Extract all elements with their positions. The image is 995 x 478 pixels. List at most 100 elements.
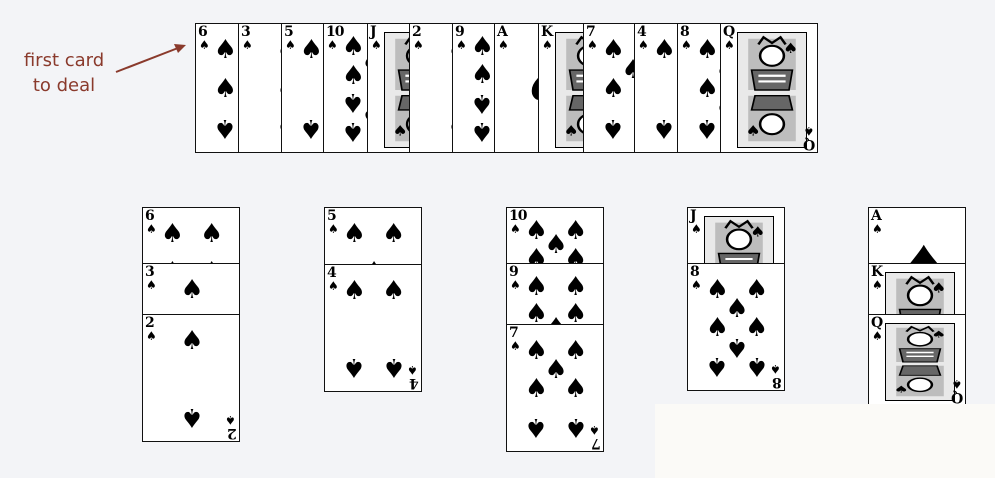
card-corner-index-bottom: 7♠ [590,423,601,451]
spade-icon: ♠ [199,38,210,52]
card-rank: 4 [410,375,419,391]
card-rank: Q [951,389,963,405]
card-rank: J [690,208,697,224]
pile-card: ♠ ♠ 2♠ 2♠ [142,314,240,442]
card-corner-index-bottom: 2♠ [226,413,237,441]
spade-icon: ♠ [872,329,883,343]
card-corner-index: 7♠ [509,325,521,352]
card-rank: K [541,24,553,40]
card-corner-index: Q♠ [871,316,883,343]
spade-pip-icon: ♠ [342,275,367,306]
card-rank: 3 [241,24,251,40]
card-corner-index: J♠ [690,208,702,235]
spade-pip-icon: ♠ [695,74,720,104]
card-rank: 7 [592,435,601,451]
card-rank: 2 [412,24,422,40]
card-rank: 9 [455,24,465,40]
card-rank: 7 [509,325,519,341]
spade-pip-icon: ♠ [299,113,324,143]
spade-pip-icon: ♠ [470,115,495,146]
spade-icon: ♠ [542,38,553,52]
card-corner-index: 4♠ [637,25,649,51]
spade-pip-icon: ♠ [180,274,204,305]
card-rank: 10 [509,208,528,224]
card-corner-index-bottom: Q♠ [803,124,815,152]
spade-icon: ♠ [691,278,702,292]
spade-pip-icon: ♠ [342,218,367,249]
spade-pip-icon: ♠ [563,412,588,443]
spade-pip-icon: ♠ [524,216,549,247]
spade-pip-icon: ♠ [524,374,549,404]
pile-card: ♠ ♠ Q♠Q♠ [868,314,966,406]
card-corner-index-bottom: Q♠ [951,377,963,405]
spade-pip-icon: ♠ [470,88,495,119]
card-corner-index: 9♠ [455,24,467,51]
card-corner-index: 5♠ [284,24,296,52]
card-corner-index: K♠ [871,264,883,292]
card-corner-index: 2♠ [145,315,157,342]
card-corner-index: 10♠ [326,25,345,52]
spade-pip-icon: ♠ [381,275,406,306]
paper-texture-patch [655,404,995,478]
spade-pip-icon: ♠ [601,74,626,104]
spade-icon: ♠ [327,38,338,52]
spade-pip-icon: ♠ [652,113,677,143]
spade-icon: ♠ [872,278,883,292]
court-figure: ♠ ♠ [885,323,955,401]
card-rank: 5 [327,208,337,224]
card-rank: K [871,264,883,280]
spade-pip-icon: ♠ [695,113,720,143]
spade-icon: ♠ [771,362,781,376]
spade-pip-icon: ♠ [563,335,588,366]
spade-pip-icon: ♠ [744,351,769,382]
spade-pip-icon: ♠ [601,35,626,65]
spade-pip-icon: ♠ [180,325,204,356]
card-rank: 5 [284,24,294,40]
spade-pip-icon: ♠ [342,352,367,383]
svg-text:♠: ♠ [931,280,946,296]
card-corner-index: 8♠ [680,25,692,51]
spade-icon: ♠ [146,278,157,292]
card-rank: 8 [773,374,782,390]
card-rank: 2 [145,315,155,331]
spade-pip-icon: ♠ [524,412,549,443]
spade-pip-icon: ♠ [213,35,238,65]
svg-text:♠: ♠ [894,384,909,395]
spade-icon: ♠ [408,363,418,377]
card-rank: J [370,24,377,40]
spade-pip-icon: ♠ [695,35,720,65]
spade-icon: ♠ [498,38,509,52]
spade-icon: ♠ [285,38,296,52]
spade-icon: ♠ [590,423,600,437]
card-corner-index: 6♠ [145,209,157,235]
svg-text:♠: ♠ [783,39,798,56]
annotation-line-1: first card [23,50,105,71]
spade-pip-icon: ♠ [563,298,588,329]
card-corner-index: 2♠ [412,24,424,51]
spade-icon: ♠ [952,377,962,391]
spade-pip-icon: ♠ [381,352,406,383]
card-corner-index: 8♠ [690,265,702,292]
card-corner-index: 10♠ [509,208,528,235]
spade-pip-icon: ♠ [524,298,549,329]
pile-card: ♠♠♠♠4♠4♠ [324,264,422,392]
spade-pip-icon: ♠ [544,230,568,261]
spade-pip-icon: ♠ [705,313,730,343]
spade-pip-icon: ♠ [744,313,769,343]
spade-icon: ♠ [328,279,339,293]
card-corner-index: 3♠ [145,265,157,292]
card-rank: Q [803,136,815,152]
spade-icon: ♠ [724,38,735,52]
svg-text:♠: ♠ [746,122,761,139]
spade-pip-icon: ♠ [341,61,366,91]
spade-icon: ♠ [804,124,814,138]
card-corner-index: A♠ [871,209,883,235]
spade-pip-icon: ♠ [199,218,224,249]
spade-pip-icon: ♠ [180,402,204,433]
spade-pip-icon: ♠ [601,113,626,143]
spade-pip-icon: ♠ [725,293,749,324]
spade-pip-icon: ♠ [544,354,568,385]
spade-pip-icon: ♠ [705,351,730,382]
